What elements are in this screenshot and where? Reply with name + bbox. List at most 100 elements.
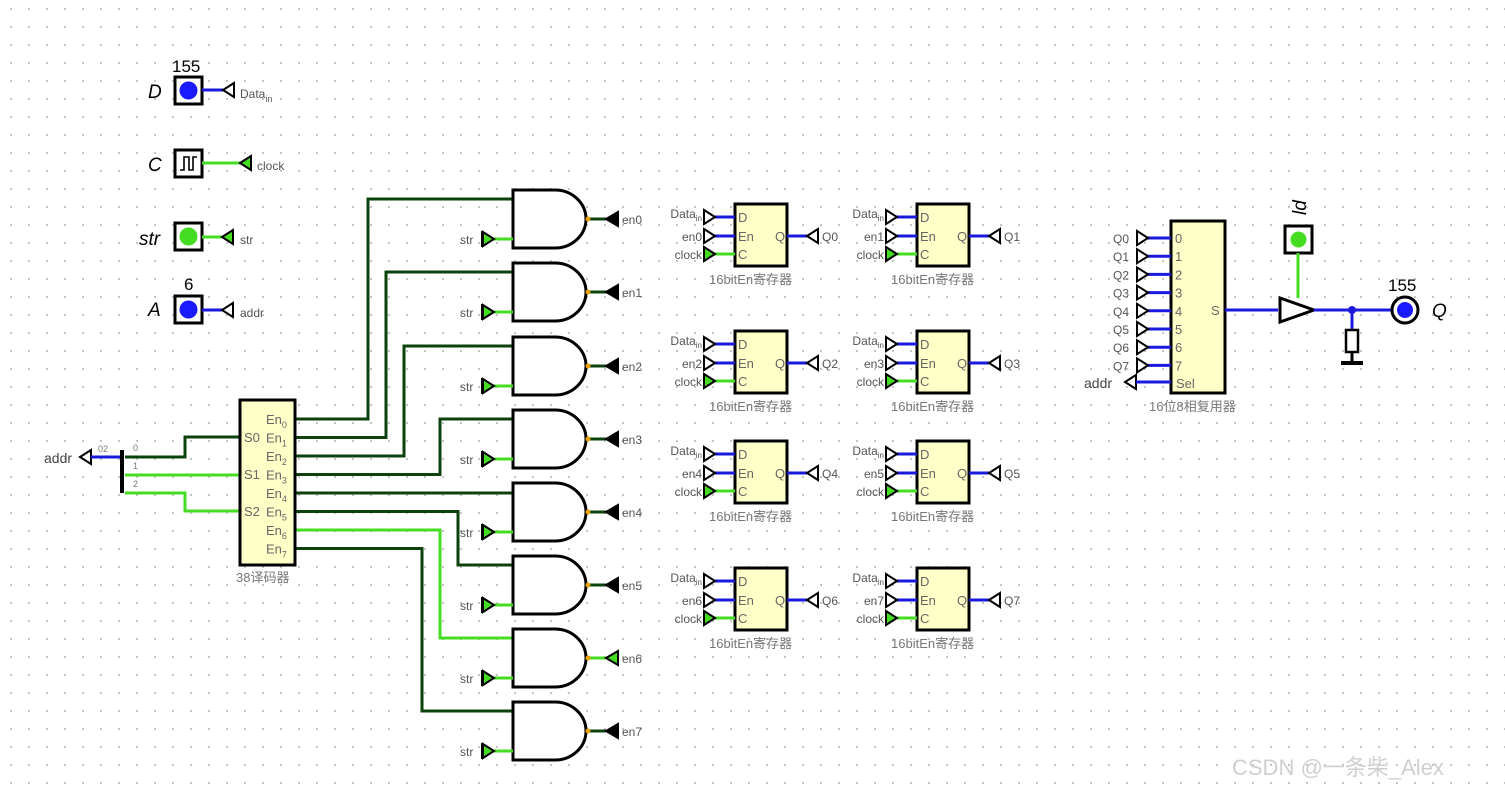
ld-led — [1290, 231, 1307, 248]
and-gate-5[interactable] — [511, 554, 588, 616]
gate-out-label-5: en5 — [622, 579, 642, 593]
reg-out-tunnel-arrow — [987, 464, 1001, 482]
reg-in-tunnel-arrow — [885, 591, 899, 609]
mux-in-tunnel-arrow — [1136, 320, 1150, 338]
mux-pin-6: 6 — [1175, 340, 1182, 355]
gate-out-tunnel-arrow — [604, 357, 619, 375]
tunnel-addr-label: addr — [240, 306, 264, 320]
reg-pin-en: En — [738, 356, 754, 371]
reg-pin-q: Q — [957, 466, 967, 481]
reg-in-tunnel-label: clock — [857, 248, 885, 262]
output-pin-led — [1397, 302, 1413, 318]
input-D-value: 155 — [172, 57, 200, 76]
and-gate-7[interactable] — [511, 700, 588, 762]
reg-pin-en: En — [920, 229, 936, 244]
mux-out-label: S — [1211, 303, 1220, 318]
decoder-out-0: En0 — [266, 412, 287, 430]
reg-in-tunnel-label: clock — [857, 375, 885, 389]
input-str-led — [179, 227, 198, 246]
reg-in-tunnel-label: en5 — [864, 467, 884, 481]
mux-in-tunnel-arrow — [1136, 265, 1150, 284]
splitter-out-1: 1 — [133, 461, 138, 471]
tristate-buffer[interactable] — [1278, 295, 1319, 325]
decoder-out-5: En5 — [266, 505, 287, 523]
pulldown-resistor[interactable] — [1344, 328, 1360, 354]
reg-in-tunnel-arrow — [885, 372, 899, 390]
reg-pin-c: C — [920, 247, 929, 262]
and-gate-4[interactable] — [511, 481, 588, 543]
reg-pin-d: D — [738, 337, 747, 352]
reg-in-tunnel-arrow — [703, 227, 717, 245]
reg-pin-q: Q — [957, 356, 967, 371]
decoder-out-6: En6 — [266, 523, 287, 541]
reg-in-tunnel-label: en2 — [682, 357, 702, 371]
input-str[interactable]: str str — [139, 221, 253, 252]
gate-str-tunnel-arrow — [482, 230, 496, 248]
mux-in-label-2: Q2 — [1113, 268, 1129, 282]
decoder-out-2: En2 — [266, 449, 287, 467]
reg-name: 16bitEn寄存器 — [891, 399, 974, 414]
reg-name: 16bitEn寄存器 — [891, 509, 974, 524]
reg-data-tunnel: Datain — [852, 207, 884, 223]
reg-in-tunnel-arrow — [703, 245, 717, 263]
tunnel-data-in-label: Datain — [240, 87, 272, 104]
mux-in-label-5: Q5 — [1113, 323, 1129, 337]
splitter-tunnel-label: addr — [44, 450, 72, 466]
gate-str-tunnel-arrow — [482, 669, 496, 687]
reg-in-tunnel-label: en7 — [864, 594, 884, 608]
reg-pin-en: En — [738, 593, 754, 608]
mux-pin-3: 3 — [1175, 286, 1182, 301]
gate-out-label-1: en1 — [622, 286, 642, 300]
reg-name: 16bitEn寄存器 — [709, 272, 792, 287]
mux-in-label-7: Q7 — [1113, 359, 1129, 373]
reg-in-tunnel-arrow — [885, 335, 899, 353]
reg-in-tunnel-arrow — [703, 354, 717, 372]
input-C[interactable]: C clock — [148, 148, 285, 179]
reg-data-tunnel: Datain — [670, 571, 702, 587]
reg-pin-q: Q — [957, 593, 967, 608]
and-gate-1[interactable] — [511, 261, 588, 323]
mux-sel-label: Sel — [1176, 376, 1195, 391]
gate-str-tunnel-arrow — [482, 523, 496, 541]
reg-data-tunnel: Datain — [670, 444, 702, 460]
decoder-out-3: En3 — [266, 468, 287, 486]
mux-in-tunnel-arrow — [1136, 338, 1150, 357]
reg-out-tunnel-arrow — [987, 591, 1001, 609]
reg-pin-d: D — [738, 210, 747, 225]
gate-out-tunnel-arrow — [604, 283, 619, 301]
and-gate-2[interactable] — [511, 335, 588, 397]
and-gate-6[interactable] — [511, 627, 588, 689]
mux-pin-0: 0 — [1175, 231, 1182, 246]
tunnel-str-label: str — [240, 233, 253, 247]
and-gate-3[interactable] — [511, 408, 588, 470]
input-A[interactable]: A 6 addr — [147, 275, 264, 325]
gate-str-tunnel-label: str — [460, 306, 473, 320]
and-gate-0[interactable] — [511, 188, 588, 250]
reg-out-tunnel-arrow — [805, 227, 819, 245]
mux-in-tunnel-arrow — [1136, 247, 1150, 266]
wires-layer — [125, 197, 512, 713]
splitter[interactable]: addr 02 0 1 2 — [44, 443, 138, 493]
reg-pin-d: D — [920, 574, 929, 589]
reg-out-tunnel-arrow — [987, 227, 1001, 245]
reg-in-tunnel-arrow — [885, 208, 899, 226]
reg-pin-c: C — [738, 611, 747, 626]
reg-name: 16bitEn寄存器 — [891, 272, 974, 287]
registers: DEnCQDatainen0clockQ016bitEn寄存器DEnCQData… — [670, 202, 1020, 651]
input-D[interactable]: D 155 Datain — [148, 57, 272, 106]
reg-name: 16bitEn寄存器 — [709, 509, 792, 524]
reg-in-tunnel-arrow — [703, 482, 717, 500]
gate-str-tunnel-arrow — [482, 450, 496, 468]
tunnel-data-in-arrow — [221, 81, 235, 99]
